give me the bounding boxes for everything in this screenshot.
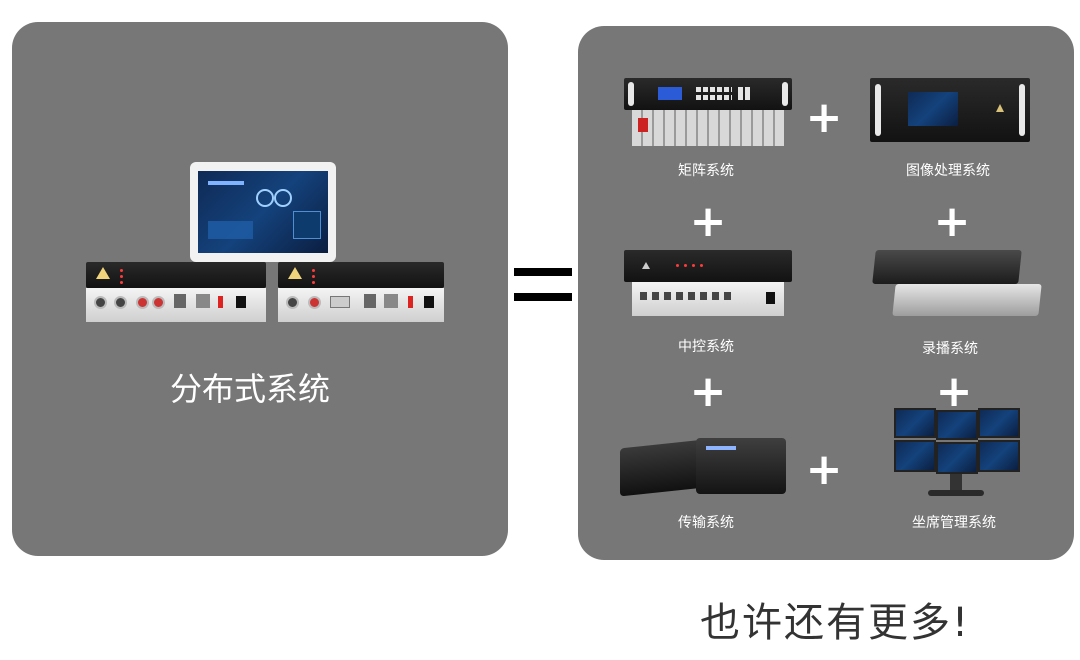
encoder-device-image bbox=[86, 262, 266, 326]
label-image-processing-system: 图像处理系统 bbox=[906, 163, 990, 179]
label-recording-system: 录播系统 bbox=[922, 341, 978, 357]
label-seat-management-system: 坐席管理系统 bbox=[912, 515, 996, 531]
central-control-image bbox=[624, 250, 792, 318]
label-transmission-system: 传输系统 bbox=[678, 515, 734, 531]
decoder-device-image bbox=[278, 262, 444, 326]
transmission-box-image bbox=[620, 438, 790, 500]
matrix-rack-image bbox=[624, 78, 792, 148]
recording-device-image bbox=[872, 250, 1042, 324]
equals-bar-top bbox=[514, 268, 572, 276]
plus-sign: + bbox=[805, 444, 843, 495]
tablet-image bbox=[190, 162, 336, 262]
distributed-system-title: 分布式系统 bbox=[170, 370, 331, 408]
equals-bar-bottom bbox=[514, 293, 572, 301]
label-matrix-system: 矩阵系统 bbox=[678, 163, 734, 179]
monitor-wall-image bbox=[894, 408, 1020, 500]
plus-sign: + bbox=[689, 366, 727, 417]
plus-sign: + bbox=[935, 366, 973, 417]
image-processor-image bbox=[870, 78, 1030, 142]
plus-sign: + bbox=[933, 196, 971, 247]
label-central-control-system: 中控系统 bbox=[678, 339, 734, 355]
more-caption: 也许还有更多! bbox=[700, 600, 971, 646]
plus-sign: + bbox=[689, 196, 727, 247]
plus-sign: + bbox=[805, 92, 843, 143]
